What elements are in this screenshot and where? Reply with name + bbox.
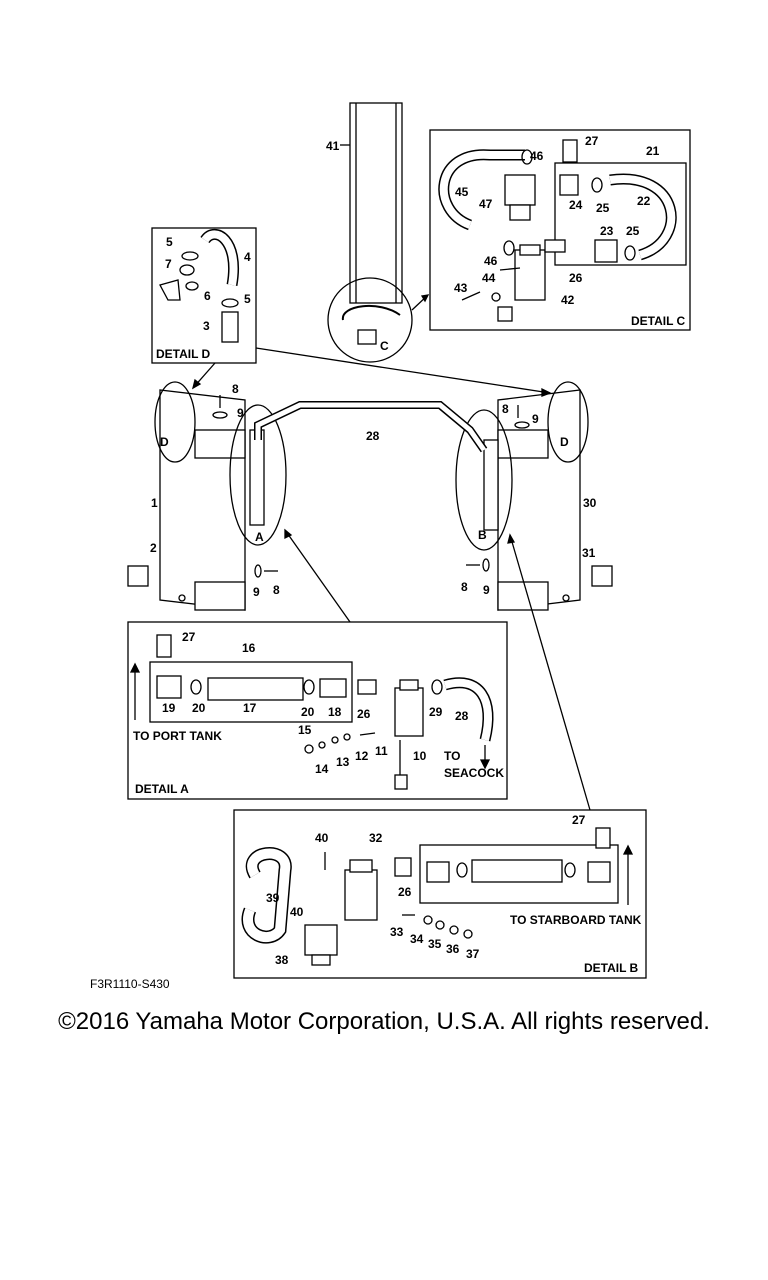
detail-d-box bbox=[151, 227, 257, 364]
parts-diagram: 1 2 3 4 5 5 6 7 8 8 8 8 9 9 9 9 10 11 12… bbox=[127, 102, 691, 979]
part-label: 9 bbox=[237, 406, 244, 420]
callout-letter-d: D bbox=[160, 435, 169, 449]
part-label: 23 bbox=[600, 224, 614, 238]
part-label: 46 bbox=[484, 254, 498, 268]
part-label: 41 bbox=[326, 139, 340, 153]
part-label: 32 bbox=[369, 831, 383, 845]
tank-starboard bbox=[455, 381, 589, 611]
part-label: 7 bbox=[165, 257, 172, 271]
part-label: 4 bbox=[244, 250, 251, 264]
part-label: 1 bbox=[151, 496, 158, 510]
detail-c-caption: DETAIL C bbox=[631, 314, 686, 328]
part-label: 9 bbox=[253, 585, 260, 599]
part-label: 39 bbox=[266, 891, 280, 905]
callout-letter-c: C bbox=[380, 339, 389, 353]
diagram-code: F3R1110-S430 bbox=[90, 977, 170, 991]
part-label: 11 bbox=[375, 744, 388, 758]
part-label: 43 bbox=[454, 281, 468, 295]
part-label: 9 bbox=[532, 412, 539, 426]
part-label: 5 bbox=[244, 292, 251, 306]
part-label: 31 bbox=[582, 546, 596, 560]
callout-letter-a: A bbox=[255, 530, 264, 544]
part-label: 25 bbox=[626, 224, 640, 238]
part-label: 15 bbox=[298, 723, 312, 737]
part-label: 21 bbox=[646, 144, 660, 158]
part-label: 24 bbox=[569, 198, 583, 212]
part-label: 12 bbox=[355, 749, 369, 763]
part-label: 44 bbox=[482, 271, 496, 285]
callout-c-circle bbox=[327, 277, 413, 363]
detail-b-box bbox=[233, 809, 647, 979]
part-label: 47 bbox=[479, 197, 493, 211]
part-label: 27 bbox=[182, 630, 196, 644]
tank-port bbox=[154, 381, 287, 611]
part-label: 29 bbox=[429, 705, 443, 719]
part-label: 42 bbox=[561, 293, 575, 307]
part-label: 34 bbox=[410, 932, 424, 946]
part-labels: 1 2 3 4 5 5 6 7 8 8 8 8 9 9 9 9 10 11 12… bbox=[150, 134, 660, 967]
part-label: 40 bbox=[315, 831, 329, 845]
part-label: 28 bbox=[366, 429, 380, 443]
part-label: 26 bbox=[569, 271, 583, 285]
part-label: 14 bbox=[315, 762, 329, 776]
part-label: 13 bbox=[336, 755, 350, 769]
part-label: 33 bbox=[390, 925, 404, 939]
note-to-seacock-1: TO bbox=[444, 749, 460, 763]
note-to-starboard-tank: TO STARBOARD TANK bbox=[510, 913, 642, 927]
part-label: 17 bbox=[243, 701, 257, 715]
part-label: 16 bbox=[242, 641, 256, 655]
part-label: 25 bbox=[596, 201, 610, 215]
part-label: 5 bbox=[166, 235, 173, 249]
copyright-notice: ©2016 Yamaha Motor Corporation, U.S.A. A… bbox=[58, 1008, 710, 1035]
part-label: 8 bbox=[273, 583, 280, 597]
part-label: 46 bbox=[530, 149, 544, 163]
tube-41 bbox=[340, 102, 403, 304]
detail-b-caption: DETAIL B bbox=[584, 961, 639, 975]
part-label: 22 bbox=[637, 194, 651, 208]
part-label: 28 bbox=[455, 709, 469, 723]
part-label: 27 bbox=[572, 813, 586, 827]
detail-a-box bbox=[127, 621, 508, 800]
part-label: 19 bbox=[162, 701, 176, 715]
part-label: 2 bbox=[150, 541, 157, 555]
part-label: 37 bbox=[466, 947, 480, 961]
callout-letter-d: D bbox=[560, 435, 569, 449]
part-label: 8 bbox=[502, 402, 509, 416]
part-label: 8 bbox=[232, 382, 239, 396]
part-label: 35 bbox=[428, 937, 442, 951]
part-label: 10 bbox=[413, 749, 427, 763]
part-label: 3 bbox=[203, 319, 210, 333]
callout-letter-b: B bbox=[478, 528, 487, 542]
part-label: 8 bbox=[461, 580, 468, 594]
part-label: 27 bbox=[585, 134, 599, 148]
part-label: 9 bbox=[483, 583, 490, 597]
part-label: 18 bbox=[328, 705, 342, 719]
part-label: 26 bbox=[398, 885, 412, 899]
part-label: 6 bbox=[204, 289, 211, 303]
part-label: 36 bbox=[446, 942, 460, 956]
part-label: 20 bbox=[301, 705, 315, 719]
part-label: 20 bbox=[192, 701, 206, 715]
part-label: 30 bbox=[583, 496, 597, 510]
note-to-seacock-2: SEACOCK bbox=[444, 766, 504, 780]
part-label: 45 bbox=[455, 185, 469, 199]
detail-d-caption: DETAIL D bbox=[156, 347, 211, 361]
detail-c-box bbox=[429, 129, 691, 331]
detail-a-caption: DETAIL A bbox=[135, 782, 189, 796]
part-label: 38 bbox=[275, 953, 289, 967]
part-label: 26 bbox=[357, 707, 371, 721]
note-to-port-tank: TO PORT TANK bbox=[133, 729, 222, 743]
part-label: 40 bbox=[290, 905, 304, 919]
